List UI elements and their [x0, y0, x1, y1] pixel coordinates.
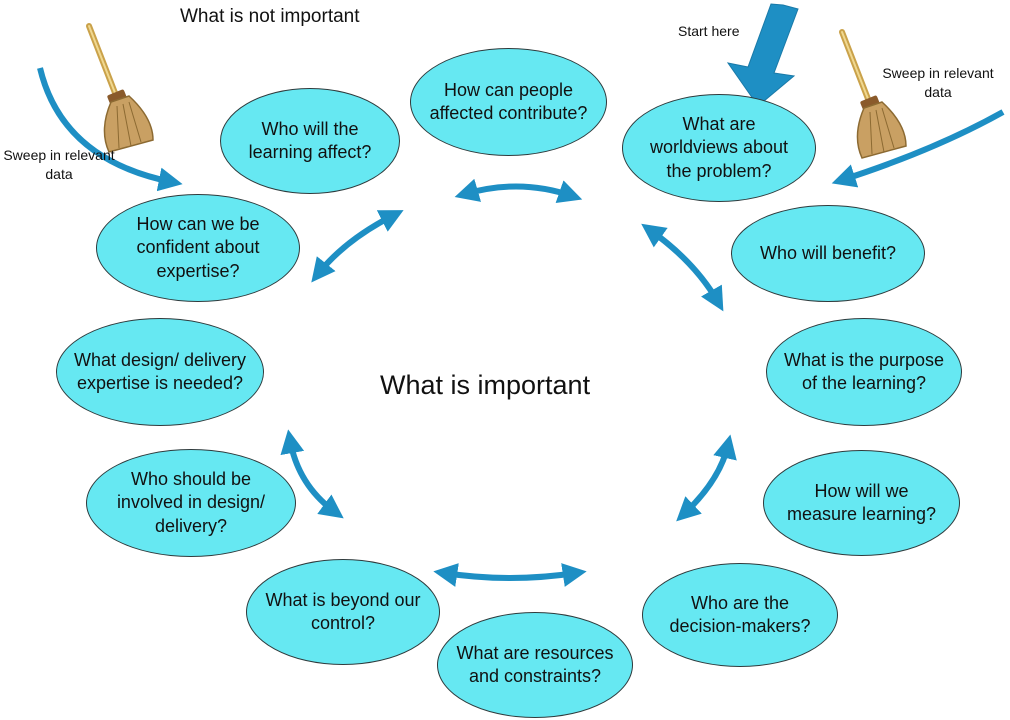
question-bubble-people-affected: How can people affected contribute?	[410, 48, 607, 156]
start-label: Start here	[678, 23, 740, 39]
question-bubble-resources: What are resources and constraints?	[437, 612, 633, 718]
question-bubble-purpose: What is the purpose of the learning?	[766, 318, 962, 426]
question-bubble-who-benefits: Who will benefit?	[731, 205, 925, 302]
question-bubble-worldviews: What are worldviews about the problem?	[622, 94, 816, 202]
sweep-label-right: Sweep in relevant data	[882, 65, 994, 100]
question-bubble-beyond-control: What is beyond our control?	[246, 559, 440, 665]
sweep-label-left: Sweep in relevant data	[3, 147, 115, 182]
broom-icon	[86, 23, 154, 153]
heading-not-important: What is not important	[180, 6, 360, 27]
cycle-arrow-bottom	[433, 563, 587, 587]
arrow-down-icon	[726, 3, 799, 107]
cycle-arrow-lower-left	[280, 429, 344, 519]
center-title: What is important	[380, 370, 591, 400]
cycle-arrow-upper-left	[311, 210, 404, 283]
question-bubble-learning-affect: Who will the learning affect?	[220, 88, 400, 194]
cycle-arrows	[280, 178, 737, 587]
broom-icon	[839, 29, 907, 159]
question-bubble-confident-expertise: How can we be confident about expertise?	[96, 194, 300, 302]
question-bubble-decision-makers: Who are the decision-makers?	[642, 563, 838, 667]
cycle-arrow-lower-right	[676, 434, 737, 522]
question-bubble-measure: How will we measure learning?	[763, 450, 960, 556]
question-bubble-expertise-needed: What design/ delivery expertise is neede…	[56, 318, 264, 426]
sweep-arrows	[37, 67, 1005, 192]
question-bubble-who-involved: Who should be involved in design/ delive…	[86, 449, 296, 557]
cycle-arrow-upper-right	[641, 223, 724, 312]
sweep-arrow-left	[37, 67, 183, 192]
sweep-arrow-right	[831, 109, 1005, 188]
cycle-arrow-top	[454, 178, 583, 204]
